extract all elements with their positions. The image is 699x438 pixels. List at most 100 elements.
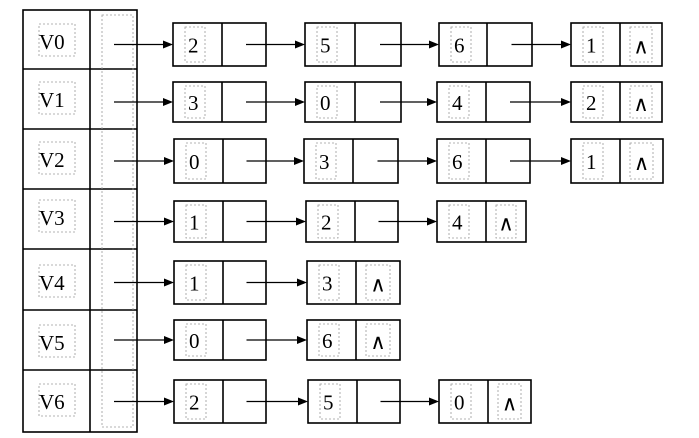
edge-node-value: 1 (189, 272, 200, 296)
frame-guide (315, 142, 337, 180)
frame-guide (38, 264, 76, 298)
edge-arrowhead (295, 40, 305, 49)
edge-node-value: 3 (322, 272, 333, 296)
vertex-label: V0 (39, 30, 65, 54)
null-pointer-symbol: ∧ (502, 392, 517, 416)
edge-node-box (306, 260, 401, 305)
edge-arrowhead (298, 397, 308, 406)
frame-guide (38, 199, 76, 233)
frame-guide (316, 85, 338, 119)
edge-node-value: 0 (320, 91, 331, 115)
null-pointer-symbol: ∧ (498, 212, 513, 236)
edge-arrowhead (164, 278, 174, 287)
vertex-label: V3 (39, 206, 65, 230)
edge-arrowhead (561, 40, 571, 49)
frame-guide (318, 264, 340, 301)
frame-guide (582, 26, 604, 63)
edge-arrowhead (163, 98, 173, 106)
frame-guide (365, 264, 391, 301)
frame-guide (38, 23, 76, 57)
frame-guide (629, 142, 654, 180)
edge-node-box (570, 22, 663, 67)
edge-node-box (570, 138, 664, 184)
edge-node-box (306, 319, 401, 361)
edge-arrowhead (429, 397, 439, 406)
vertex-row-v3: V3 1 2 4 ∧ (38, 199, 527, 243)
frame-guide (495, 204, 517, 239)
edge-node-value: 2 (321, 211, 332, 235)
frame-guide (448, 85, 470, 119)
frame-guide (185, 142, 207, 180)
vertex-label: V1 (39, 88, 65, 112)
frame-guide (448, 204, 470, 239)
edge-arrowhead (429, 40, 439, 49)
frame-guide (38, 324, 76, 358)
frame-guide (38, 383, 76, 417)
frame-guide (185, 323, 207, 357)
null-pointer-symbol: ∧ (370, 330, 385, 354)
frame-guide (365, 323, 391, 357)
edge-arrowhead (297, 336, 307, 344)
edge-node: 2∧ (570, 81, 663, 123)
null-pointer-symbol: ∧ (634, 151, 649, 175)
edge-node-box (436, 200, 527, 243)
edge-node-value: 2 (586, 91, 597, 115)
frame-guide (319, 383, 341, 420)
edge-arrowhead (296, 217, 306, 226)
edge-arrowhead (295, 98, 305, 106)
edge-node: 2 (305, 200, 399, 243)
edge-arrowhead (427, 157, 437, 165)
edge-arrowhead (294, 157, 304, 165)
edge-node: 1∧ (570, 22, 663, 67)
vertex-row-v4: V4 1 3∧ (38, 260, 401, 305)
frame-guide (450, 383, 472, 420)
edge-node: 3 (303, 138, 399, 184)
edge-node-value: 1 (189, 211, 200, 235)
frame-guide (318, 323, 340, 357)
vertex-label: V4 (39, 271, 65, 295)
edge-node: 3∧ (306, 260, 401, 305)
edge-node-value: 4 (452, 211, 463, 235)
edge-node-value: 0 (189, 150, 200, 174)
edge-node-value: 6 (452, 150, 463, 174)
edge-node-value: 3 (319, 150, 330, 174)
edge-node-box (570, 81, 663, 123)
frame-guide (629, 85, 653, 119)
null-pointer-symbol: ∧ (633, 35, 648, 59)
edge-node-value: 0 (189, 329, 200, 353)
edge-arrowhead (163, 40, 173, 49)
edge-node-box (438, 379, 532, 424)
edge-node-value: 6 (322, 329, 333, 353)
frame-guide (185, 383, 207, 420)
vertex-label: V2 (39, 148, 65, 172)
edge-arrowhead (427, 98, 437, 106)
frame-guide (582, 142, 604, 180)
frame-guide (38, 141, 76, 175)
frame-guide (582, 85, 604, 119)
vertex-label: V5 (39, 331, 65, 355)
edge-node-value: 1 (586, 150, 597, 174)
vertex-row-v5: V5 0 6 ∧ (38, 319, 401, 361)
frame-guide (317, 204, 339, 239)
frame-guide (629, 26, 653, 63)
edge-arrowhead (164, 217, 174, 226)
edge-node-value: 4 (452, 91, 463, 115)
edge-node-value: 3 (188, 91, 199, 115)
frame-guide (450, 26, 472, 63)
edge-arrowhead (427, 217, 437, 226)
frame-guide (38, 81, 76, 115)
edge-node-value: 1 (586, 34, 597, 58)
edge-node-value: 5 (323, 391, 334, 415)
edge-node: 1∧ (570, 138, 664, 184)
edge-node-value: 2 (189, 391, 200, 415)
edge-arrowhead (561, 157, 571, 165)
edge-node-value: 6 (454, 34, 465, 58)
frame-guide (448, 142, 470, 180)
null-pointer-symbol: ∧ (633, 92, 648, 116)
edge-arrowhead (164, 397, 174, 406)
